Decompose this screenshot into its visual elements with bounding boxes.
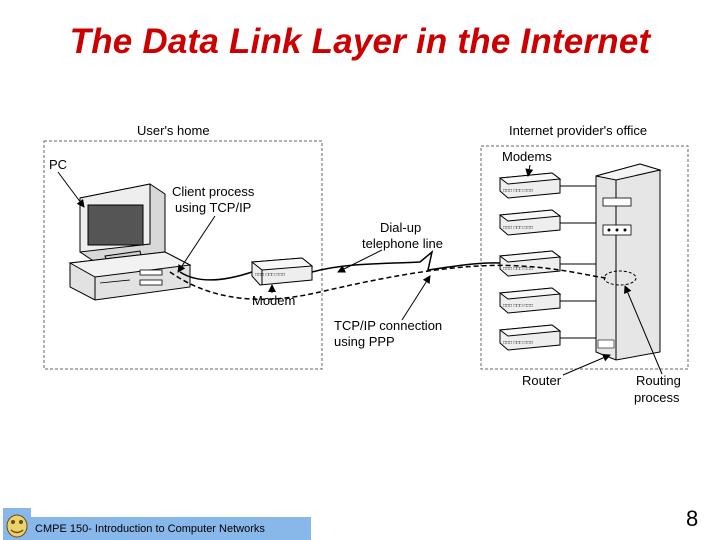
tcpip-connection [169, 264, 607, 300]
modem-router-links [560, 185, 596, 339]
modems-label: Modems [502, 149, 552, 164]
routing-label-1: Routing [636, 373, 681, 388]
page-number: 8 [686, 506, 699, 531]
provider-office-label: Internet provider's office [509, 123, 647, 138]
svg-text:□□□ □□□ □□□: □□□ □□□ □□□ [503, 225, 533, 231]
svg-text:□□□ □□□ □□□: □□□ □□□ □□□ [503, 266, 533, 272]
footer-course-title: CMPE 150- Introduction to Computer Netwo… [35, 523, 265, 535]
provider-modem-icon: □□□ □□□ □□□ [498, 209, 562, 236]
pc-label: PC [49, 157, 67, 172]
provider-modem-icon: □□□ □□□ □□□ [498, 287, 562, 314]
svg-text:□□□ □□□ □□□: □□□ □□□ □□□ [255, 272, 285, 278]
tcpip-label-1: TCP/IP connection [334, 318, 442, 333]
footer-bar [28, 517, 311, 540]
dialup-label-2: telephone line [362, 236, 443, 251]
slide-title: The Data Link Layer in the Internet [69, 22, 651, 61]
home-modem-icon: □□□ □□□ □□□ [250, 257, 314, 286]
users-home-box [43, 140, 323, 370]
client-process-label-1: Client process [172, 184, 255, 199]
svg-text:□□□ □□□ □□□: □□□ □□□ □□□ [503, 303, 533, 309]
svg-text:□□□ □□□ □□□: □□□ □□□ □□□ [503, 188, 533, 194]
router-label: Router [522, 373, 562, 388]
dialup-label-1: Dial-up [380, 220, 421, 235]
router-icon [595, 163, 662, 361]
dialup-line [311, 250, 501, 273]
provider-modem-icon: □□□ □□□ □□□ [498, 250, 562, 277]
pc-modem-cable [179, 271, 253, 281]
provider-modem-icon: □□□ □□□ □□□ [498, 324, 562, 351]
mascot-logo [3, 508, 31, 540]
provider-modem-icon: □□□ □□□ □□□ [498, 172, 562, 199]
routing-label-2: process [634, 390, 680, 405]
pc-computer-icon [68, 183, 192, 301]
svg-text:□□□ □□□ □□□: □□□ □□□ □□□ [503, 340, 533, 346]
tcpip-label-2: using PPP [334, 334, 395, 349]
annotation-arrows [57, 164, 663, 376]
client-process-label-2: using TCP/IP [175, 200, 251, 215]
modem-label: Modem [252, 293, 295, 308]
users-home-label: User's home [137, 123, 210, 138]
